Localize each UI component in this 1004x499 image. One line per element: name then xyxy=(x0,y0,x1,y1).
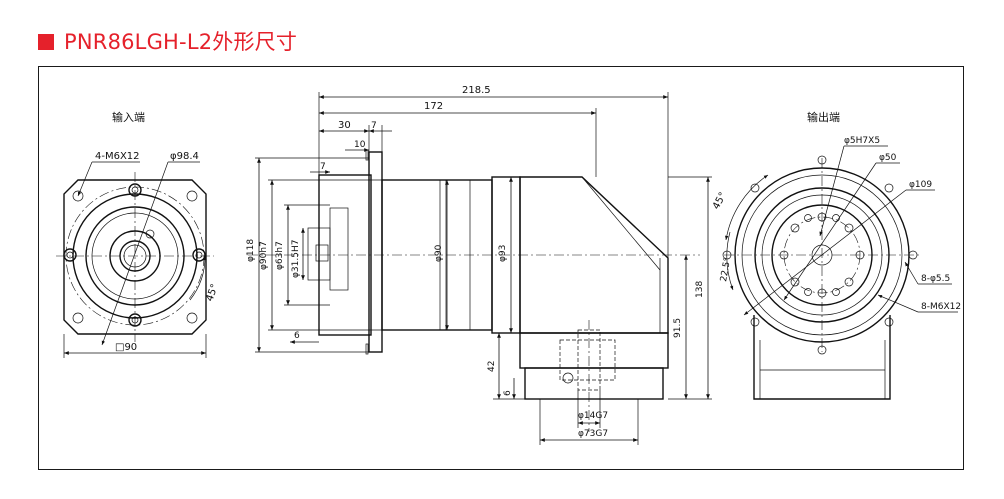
svg-text:φ118: φ118 xyxy=(246,239,256,262)
output-keyway-dim: φ5H7X5 xyxy=(844,136,880,146)
input-angle-dim: 45° xyxy=(204,283,220,303)
side-d90-dim: φ90 xyxy=(434,244,444,262)
svg-text:30: 30 xyxy=(338,120,351,131)
output-d50-dim: φ50 xyxy=(879,153,897,163)
side-top-dims: 218.5 172 30 7 10 xyxy=(318,85,669,258)
section-header: PNR86LGH-L2外形尺寸 xyxy=(38,24,297,58)
input-end-view: 输入端 4-M6X12 φ98.4 45° xyxy=(56,110,221,358)
input-flange-square xyxy=(63,179,207,335)
side-view: φ118 φ90h7 φ63h7 φ31.5H7 6 7 218.5 172 xyxy=(246,85,712,445)
svg-text:172: 172 xyxy=(424,101,443,112)
input-stub xyxy=(318,174,372,336)
output-angle22-dim: 22.5° xyxy=(719,257,733,283)
output-housing xyxy=(519,332,669,369)
output-view-label: 输出端 xyxy=(807,110,840,124)
svg-text:6: 6 xyxy=(503,390,513,396)
svg-text:7: 7 xyxy=(320,162,326,172)
output-holes-small-dim: 8-φ5.5 xyxy=(921,274,950,284)
side-d93-dim: φ93 xyxy=(498,245,508,262)
right-angle-housing xyxy=(519,176,669,334)
input-holes-dim: 4-M6X12 xyxy=(95,151,140,162)
svg-text:7: 7 xyxy=(371,121,377,131)
svg-text:138: 138 xyxy=(695,281,705,298)
svg-text:φ90h7: φ90h7 xyxy=(259,241,269,270)
output-lower-housing xyxy=(753,315,891,400)
input-view-label: 输入端 xyxy=(112,110,145,124)
output-d109-dim: φ109 xyxy=(909,180,932,190)
input-square-dim: □90 xyxy=(115,342,137,353)
input-pcd-dim: φ98.4 xyxy=(170,151,199,162)
side-bottom-dims: 42 6 φ14G7 φ73G7 xyxy=(487,332,639,445)
svg-text:φ63h7: φ63h7 xyxy=(275,241,285,270)
svg-text:42: 42 xyxy=(487,361,497,372)
side-right-dims: 138 91.5 xyxy=(668,176,712,400)
drawing-frame xyxy=(38,66,964,470)
output-holes-thread-dim: 8-M6X12 xyxy=(921,302,961,312)
output-angle45-dim: 45° xyxy=(711,191,729,212)
svg-text:φ31.5H7: φ31.5H7 xyxy=(291,240,301,278)
red-square-icon xyxy=(38,34,54,50)
svg-text:φ14G7: φ14G7 xyxy=(578,411,608,421)
svg-text:6: 6 xyxy=(294,331,300,341)
side-left-dims: φ118 φ90h7 φ63h7 φ31.5H7 6 7 xyxy=(246,157,382,353)
input-small-hole xyxy=(145,229,155,239)
svg-text:91.5: 91.5 xyxy=(673,318,683,338)
svg-text:218.5: 218.5 xyxy=(462,85,491,96)
output-flange xyxy=(524,367,664,400)
page-title: PNR86LGH-L2外形尺寸 xyxy=(64,30,298,54)
output-end-view: 输出端 φ5H7X5 φ50 xyxy=(711,110,961,400)
svg-text:10: 10 xyxy=(354,140,366,150)
svg-text:φ73G7: φ73G7 xyxy=(578,429,608,439)
